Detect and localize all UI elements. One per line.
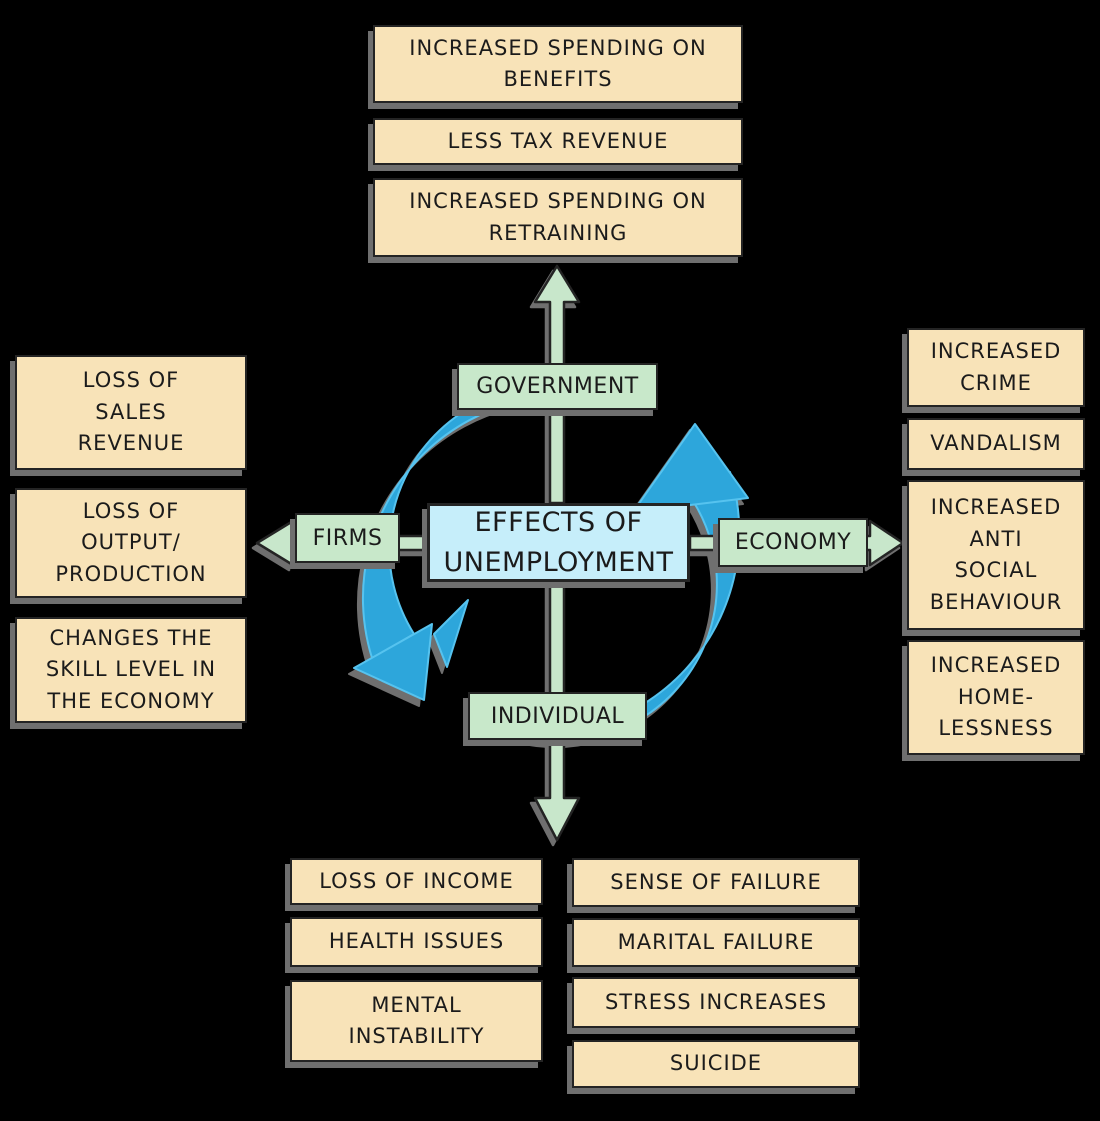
- effect-box-loss-of-sales-revenue: LOSS OF SALES REVENUE: [15, 355, 247, 470]
- effect-box-increased-homelessness: INCREASED HOME- LESSNESS: [907, 640, 1085, 755]
- effect-box-increased-antisocial-behaviour: INCREASED ANTI SOCIAL BEHAVIOUR: [907, 480, 1085, 630]
- effect-box-sense-of-failure: SENSE OF FAILURE: [572, 858, 860, 907]
- effect-box-suicide: SUICIDE: [572, 1040, 860, 1088]
- diagram-title: EFFECTS OF UNEMPLOYMENT: [427, 503, 690, 582]
- cycle-arrowhead-flick: [433, 599, 469, 668]
- effect-box-loss-of-income: LOSS OF INCOME: [290, 858, 543, 905]
- cycle-arrowhead-top-right: [632, 423, 749, 513]
- effect-box-marital-failure: MARITAL FAILURE: [572, 918, 860, 967]
- effect-box-loss-of-output-production: LOSS OF OUTPUT/ PRODUCTION: [15, 488, 247, 598]
- node-economy: ECONOMY: [718, 518, 868, 567]
- effect-box-mental-instability: MENTAL INSTABILITY: [290, 980, 543, 1062]
- node-government: GOVERNMENT: [457, 363, 658, 410]
- node-firms: FIRMS: [295, 513, 400, 563]
- effect-box-vandalism: VANDALISM: [907, 418, 1085, 470]
- cycle-arrowhead-bottom-left: [353, 623, 433, 701]
- effect-box-increased-crime: INCREASED CRIME: [907, 328, 1085, 407]
- effect-box-increased-spending-retraining: INCREASED SPENDING ON RETRAINING: [373, 178, 743, 257]
- node-individual: INDIVIDUAL: [468, 692, 647, 740]
- effect-box-stress-increases: STRESS INCREASES: [572, 977, 860, 1028]
- effect-box-changes-skill-level: CHANGES THE SKILL LEVEL IN THE ECONOMY: [15, 617, 247, 723]
- effect-box-less-tax-revenue: LESS TAX REVENUE: [373, 118, 743, 165]
- effect-box-health-issues: HEALTH ISSUES: [290, 917, 543, 967]
- effect-box-increased-spending-benefits: INCREASED SPENDING ON BENEFITS: [373, 25, 743, 103]
